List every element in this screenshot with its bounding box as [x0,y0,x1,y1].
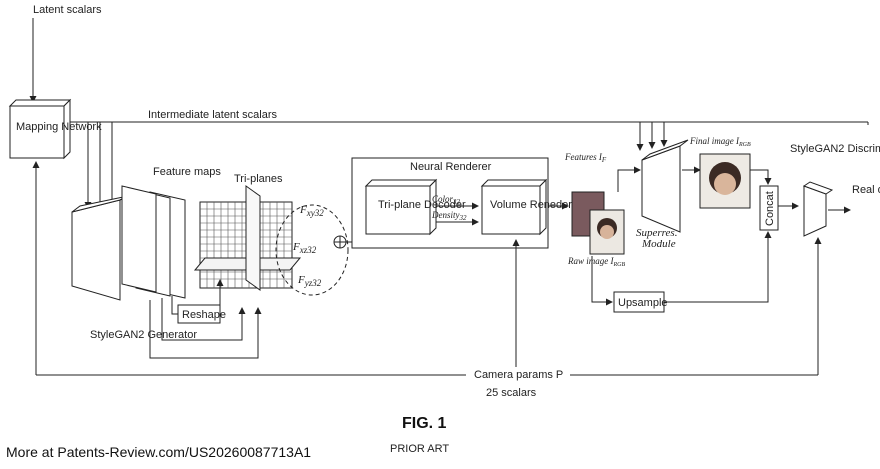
color-label: Color32 [432,194,461,206]
density-label: Density32 [431,210,467,222]
mapping-network-box: Mapping Network [8,98,102,160]
triplanes-grid [193,185,302,291]
superres-module-shape [641,139,689,233]
generator-label: StyleGAN2 Generator [90,329,197,341]
concat-label: Concat [764,191,776,226]
latent-label: Latent scalars [33,4,102,16]
svg-text:Tri-plane Decoder: Tri-plane Decoder [378,199,466,211]
camera-label: Camera params P [474,369,563,381]
superres-label-2: Module [641,238,676,250]
feature-map-sheet [121,185,157,293]
features-label: Features IF [564,152,607,164]
fxz-label: Fxz32 [292,241,317,255]
fxy-label: Fxy32 [299,204,324,218]
superres-label: Superres. [636,227,677,239]
discriminator-shape [802,181,834,237]
volume-rendering-box: Volume Renedering [480,178,587,236]
camera-label-2: 25 scalars [486,387,537,399]
upsample-label: Upsample [618,297,668,309]
intermediate-label: Intermediate latent scalars [148,109,278,121]
neural-renderer-label: Neural Renderer [410,161,492,173]
feature-maps-label: Feature maps [153,166,221,178]
mapping-label: Mapping Network [16,121,102,133]
concat-box [759,185,779,231]
raw-image-label: Raw image IRGB [567,256,625,268]
fyz-label: Fyz32 [297,274,322,288]
discriminator-label: StyleGAN2 Discriminator [790,143,880,155]
final-image-label: Final image IRGB [689,136,751,148]
triplane-decoder-box: Tri-plane Decoder [364,178,466,236]
triplanes-label: Tri-planes [234,173,283,185]
generator-shape [71,195,129,301]
figure-title: FIG. 1 [402,415,447,432]
footer-link[interactable]: More at Patents-Review.com/US20260087713… [6,444,311,460]
figure-subtitle: PRIOR ART [390,443,449,455]
reshape-label: Reshape [182,309,226,321]
real-or-not-label: Real or not [852,184,880,196]
